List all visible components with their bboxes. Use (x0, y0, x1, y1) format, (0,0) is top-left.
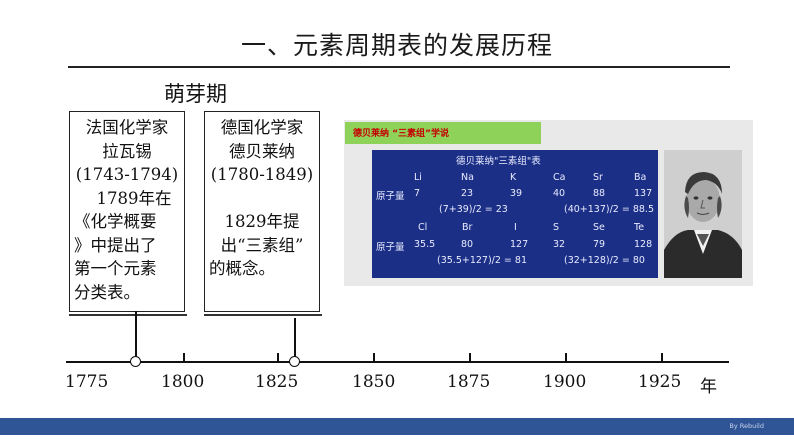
timeline-label: 1925 (638, 372, 682, 392)
triad-value: 88 (593, 188, 606, 199)
card-line: 》中提出了 (74, 235, 157, 255)
footer-credit: By Rebuild (729, 422, 764, 430)
card-dobereiner: 德国化学家 德贝莱纳 (1780-1849) 1829年提 出“三素组” 的概念… (204, 111, 320, 312)
triad-symbol: Sr (593, 172, 603, 183)
triad-formula: (40+137)/2 = 88.5 (564, 204, 654, 215)
timeline-label: 1825 (255, 372, 299, 392)
triad-table: 德贝莱纳"三素组"表 Li Na K Ca Sr Ba 原子量 7 23 39 … (372, 150, 658, 278)
card-line: 德国化学家 (220, 118, 304, 137)
timeline-tick (469, 353, 471, 362)
triad-row-label: 原子量 (376, 242, 405, 253)
triad-symbol: Te (634, 222, 645, 233)
triad-value: 137 (634, 188, 653, 199)
slide-title: 一、元素周期表的发展历程 (240, 31, 553, 60)
timeline-label: 1775 (65, 372, 109, 392)
timeline-label: 1900 (543, 372, 587, 392)
timeline-marker-1789 (130, 356, 141, 367)
dobereiner-portrait (664, 150, 742, 278)
timeline-label: 1800 (161, 372, 205, 392)
stage-label: 萌芽期 (164, 82, 227, 106)
triad-value: 7 (414, 188, 421, 199)
triad-value: 32 (553, 239, 566, 250)
triad-symbol: Ba (634, 172, 647, 183)
card-line: 德贝莱纳 (229, 141, 295, 161)
card-line: 《化学概要 (74, 212, 157, 231)
triad-value: 35.5 (414, 239, 436, 250)
title-underline (68, 66, 730, 68)
card-line: 分类表。 (74, 282, 140, 302)
triad-value: 127 (510, 239, 529, 250)
card-line: 出“三素组” (220, 235, 304, 255)
triad-value: 128 (634, 239, 653, 250)
marker-stem-1829 (294, 318, 296, 357)
triad-symbol: Cl (418, 222, 428, 233)
card-shadow (69, 314, 187, 316)
timeline-axis (66, 361, 729, 363)
timeline-tick (661, 353, 663, 362)
card-shadow (204, 314, 322, 316)
triad-symbol: Ca (553, 172, 566, 183)
footer-bar: By Rebuild (0, 418, 794, 435)
triad-symbol: Li (414, 172, 422, 183)
timeline-tick (565, 353, 567, 362)
triad-formula: (7+39)/2 = 23 (439, 204, 508, 215)
timeline-tick (183, 353, 185, 362)
card-line: 拉瓦锡 (102, 141, 152, 161)
card-line: 法国化学家 (85, 118, 169, 137)
triad-panel-header-text: 德贝莱纳 “三素组”学说 (353, 129, 449, 139)
triad-symbol: S (553, 222, 560, 233)
card-line: (1780-1849) (210, 165, 314, 184)
card-line: (1743-1794) (75, 165, 179, 184)
triad-symbol: Br (462, 222, 473, 233)
timeline-unit: 年 (700, 377, 717, 397)
triad-value: 80 (461, 239, 474, 250)
portrait-illustration (664, 150, 742, 278)
timeline-tick (373, 353, 375, 362)
triad-table-title: 德贝莱纳"三素组"表 (456, 156, 541, 167)
triad-value: 39 (510, 188, 523, 199)
timeline-label: 1850 (352, 372, 396, 392)
timeline-label: 1875 (447, 372, 491, 392)
card-line: 的概念。 (209, 259, 275, 278)
triad-symbol: K (510, 172, 517, 183)
triad-symbol: Na (461, 172, 474, 183)
timeline-marker-1829 (289, 356, 300, 367)
timeline-tick (277, 353, 279, 362)
card-line: 第一个元素 (74, 259, 157, 278)
triad-formula: (32+128)/2 = 80 (564, 255, 645, 266)
card-line (205, 187, 319, 211)
card-line: 1789年在 (96, 188, 172, 208)
triad-formula: (35.5+127)/2 = 81 (437, 255, 527, 266)
triad-value: 40 (553, 188, 566, 199)
triad-symbol: I (514, 222, 517, 233)
card-line: 1829年提 (224, 212, 300, 231)
triad-row-label: 原子量 (376, 191, 405, 202)
triad-symbol: Se (593, 222, 605, 233)
triad-panel-header: 德贝莱纳 “三素组”学说 (345, 122, 541, 144)
triad-value: 79 (593, 239, 606, 250)
triad-value: 23 (461, 188, 474, 199)
card-lavoisier: 法国化学家 拉瓦锡 (1743-1794) 1789年在 《化学概要 》中提出了… (69, 111, 185, 312)
marker-stem-1789 (135, 311, 137, 357)
